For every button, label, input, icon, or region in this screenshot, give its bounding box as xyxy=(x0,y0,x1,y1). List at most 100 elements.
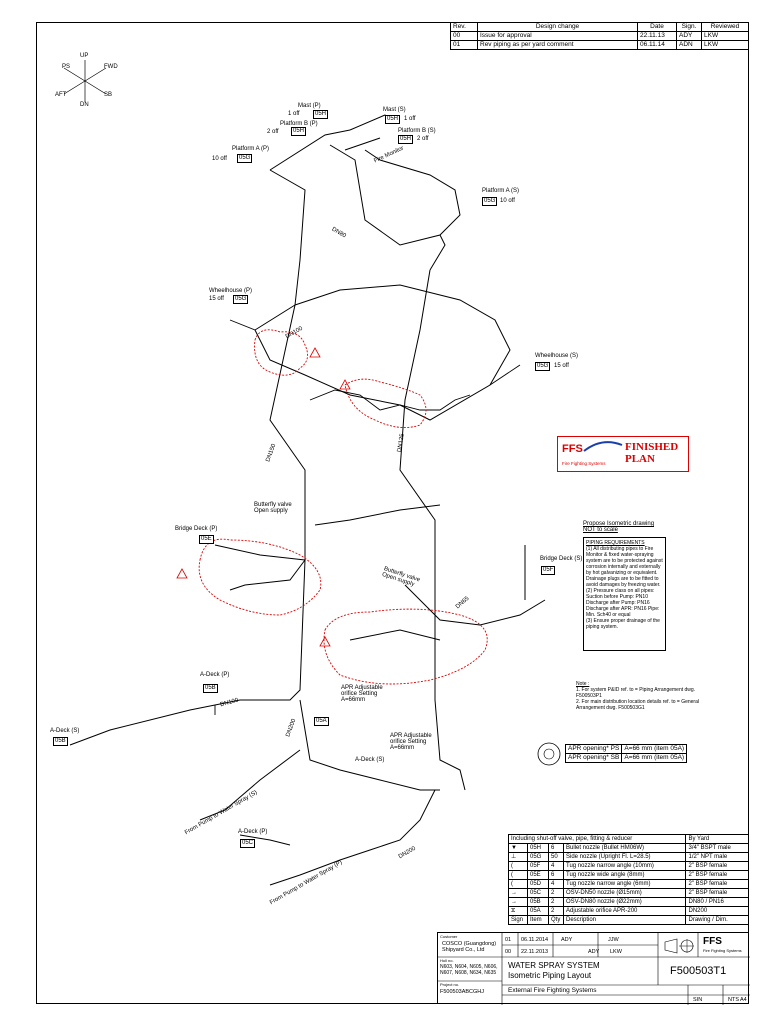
mat-symbol: → xyxy=(508,888,528,898)
pipe-adeck-ps xyxy=(69,559,306,746)
mat-item: 05G xyxy=(527,852,549,862)
adeck-sb2-label: A-Deck (S) xyxy=(355,757,385,763)
mat-item: 05A xyxy=(527,906,549,916)
mat-footer-cell: Qty xyxy=(548,915,564,925)
pipe-wheelhouse-sb-branch xyxy=(489,364,521,386)
mat-dim: DN200 xyxy=(685,906,749,916)
pipe-bridge-lower-sb xyxy=(349,629,441,641)
notes-subtitle: NOT to scale xyxy=(583,527,618,533)
scale: NTS xyxy=(728,997,739,1003)
mat-symbol: → xyxy=(508,897,528,907)
compass-up-label: UP xyxy=(80,53,89,59)
note-1: 1. For system P&ID ref. to = Piping Arra… xyxy=(576,687,696,699)
drawn-1: ADY xyxy=(561,937,573,943)
mat-symbol: ( xyxy=(508,879,528,889)
pipe-bridge-ps-lower xyxy=(229,559,306,591)
wheelhouse-sb-label: Wheelhouse (S) xyxy=(535,353,579,359)
mat-qty: 4 xyxy=(548,861,564,871)
compass-ps-label: PS xyxy=(62,64,71,70)
compass-rose xyxy=(63,60,107,102)
butterfly-ps-label: Butterfly valve Open supply xyxy=(254,502,292,514)
sheet-border xyxy=(36,22,749,1004)
revision-cloud-3 xyxy=(198,538,322,616)
mast-ps-label: Mast (P) xyxy=(298,103,321,109)
mat-desc: OSV-DN50 nozzle (Ø15mm) xyxy=(562,888,687,898)
bridge-sb-code: 05F xyxy=(541,566,556,575)
projection-symbol-icon xyxy=(664,938,694,954)
platform-a-sb-qty: 10 off xyxy=(500,198,515,204)
pipe-platform-b xyxy=(344,137,381,151)
compass-fwd-label: FWD xyxy=(104,64,118,70)
title-block: Customer COSCO (Guangdong) Shipyard Co.,… xyxy=(437,932,750,1005)
pipe-wheelhouse-ps-branch xyxy=(229,319,256,331)
platform-b-sb-qty: 2 off xyxy=(417,136,429,142)
stamp-swoosh-icon xyxy=(583,441,623,452)
revision-table: Rev. Design change Date Sign. Reviewed 0… xyxy=(450,22,749,50)
mat-footer-row: Sign Item Qty Description Drawing / Dim. xyxy=(508,915,749,925)
bridge-ps-code: 05E xyxy=(199,535,214,544)
mat-dim: 2" BSP female xyxy=(685,870,749,880)
material-table: Including shut-off valve, pipe, fitting … xyxy=(507,834,749,925)
apr-label-2: APR Adjustable orifice Setting A=66mm xyxy=(390,733,432,751)
wheelhouse-sb-code: 05G xyxy=(535,362,551,371)
pipe-wheelhouse-loop xyxy=(254,284,511,421)
drawing-title-1: WATER SPRAY SYSTEM xyxy=(508,961,600,970)
req-item-2: (2) Pressure class on all pipes: Suction… xyxy=(586,588,660,618)
revision-cloud-2 xyxy=(344,378,427,429)
mat-desc: Bullet nozzle (Bullet HM06W) xyxy=(562,843,687,853)
stamp-subtitle: Fire Fighting Systems xyxy=(562,461,606,466)
bridge-ps-label: Bridge Deck (P) xyxy=(175,526,218,532)
platform-b-sb-label: Platform B (S) xyxy=(398,128,436,134)
apr-label-1: APR Adjustable orifice Setting A=66mm xyxy=(341,685,383,703)
bridge-sb-label: Bridge Deck (S) xyxy=(540,556,583,562)
apr-cell: A=66 mm (item 05A) xyxy=(621,744,688,754)
revision-row: 01 Rev piping as per yard comment 06.11.… xyxy=(450,40,749,50)
pipe-adeck-sb xyxy=(434,699,466,791)
mat-symbol: ( xyxy=(508,870,528,880)
mat-symbol: ▼ xyxy=(508,843,528,853)
wheelhouse-ps-label: Wheelhouse (P) xyxy=(209,288,253,294)
mat-desc: Tug nozzle wide angle (8mm) xyxy=(562,870,687,880)
mast-sb-code: 05H xyxy=(385,115,401,124)
revision-triangle-3 xyxy=(176,568,188,579)
stamp-logo: FFS xyxy=(562,443,583,455)
approved-2: LKW xyxy=(610,949,622,955)
platform-a-ps-label: Platform A (P) xyxy=(232,146,270,152)
orifice-icon xyxy=(537,742,561,766)
adeck-ps-code: 05B xyxy=(203,684,218,693)
date-1: 06.11.2014 xyxy=(521,937,549,943)
platform-b-ps-qty: 2 off xyxy=(267,129,279,135)
mast-sb-qty: 1 off xyxy=(404,116,416,122)
sheet-1: 01 xyxy=(505,937,512,943)
platform-a-ps-code: 05G xyxy=(237,154,253,163)
format: A4 xyxy=(740,997,747,1003)
stamp-line-1: FINISHED xyxy=(625,441,679,453)
mat-footer-cell: Item xyxy=(527,915,549,925)
pipe-bridge-sb xyxy=(404,584,546,626)
revision-row: 00 Issue for approval 22.11.13 ADY LKW xyxy=(450,31,749,41)
mat-title-row: Including shut-off valve, pipe, fitting … xyxy=(507,834,749,844)
rev-cell: LKW xyxy=(701,40,749,50)
adeck-ps-label: A-Deck (P) xyxy=(200,672,230,678)
pipe-bridge-ps xyxy=(214,544,306,561)
pipe-adeck-mid xyxy=(299,699,440,791)
mast-ps-code: 05H xyxy=(313,110,329,119)
pipe-upper-deck xyxy=(309,389,471,411)
mat-dim: 3/4" BSPT male xyxy=(685,843,749,853)
mast-ps-qty: 1 off xyxy=(288,111,300,117)
mat-item: 05B xyxy=(527,897,549,907)
wheelhouse-ps-code: 05G xyxy=(233,295,249,304)
hull-label: Hull no. xyxy=(440,958,454,963)
pipe-main-riser-ps xyxy=(269,304,306,560)
mat-footer-cell: Description xyxy=(562,915,687,925)
mat-item: 05C xyxy=(527,888,549,898)
note-title: Note : xyxy=(576,681,590,687)
